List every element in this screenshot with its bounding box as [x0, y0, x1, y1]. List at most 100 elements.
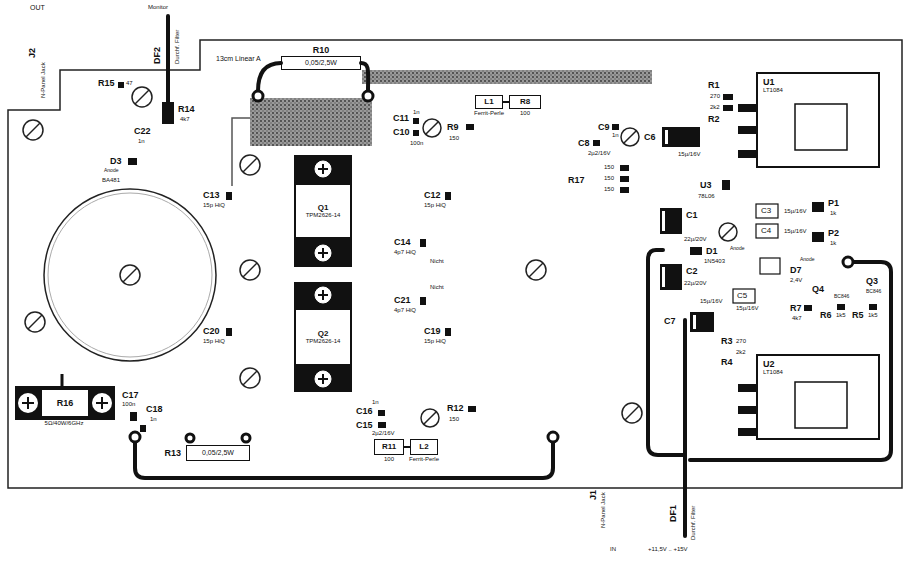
- smd-capacitor: [756, 204, 778, 218]
- part-designator: C16: [356, 406, 373, 416]
- value-label: 15p HiQ: [424, 338, 446, 345]
- transistor-flange: [294, 155, 352, 392]
- mounting-screw: [25, 312, 45, 332]
- value-label: 1k5: [836, 312, 846, 319]
- part-value: 0,05/2,5W: [202, 449, 234, 457]
- part-designator: C11: [393, 113, 409, 123]
- value-label: Nicht: [430, 258, 444, 265]
- value-label: 150: [449, 135, 459, 142]
- wire: [166, 16, 170, 102]
- part-designator: Q3: [866, 276, 878, 286]
- ring-pad: [253, 91, 263, 101]
- load-resistor-body: [15, 386, 115, 420]
- mounting-screw: [28, 315, 42, 329]
- cavity-circle: [44, 189, 216, 361]
- value-label: 2µ2/16V: [372, 430, 394, 437]
- load-resistor-body: [42, 390, 88, 416]
- part-designator: R1: [708, 80, 720, 90]
- transistor-flange: [318, 164, 328, 174]
- value-label: 150: [604, 175, 614, 182]
- part-designator: P2: [828, 228, 839, 238]
- part-value: 100: [520, 110, 530, 117]
- ring-pad: [548, 432, 558, 442]
- mounting-screw: [243, 371, 257, 385]
- value-label: N-Panel Jack: [40, 62, 47, 98]
- resistor-body: R100,05/2,5W: [281, 56, 361, 70]
- value-label: Monitor: [148, 4, 168, 11]
- part-designator: D7: [790, 265, 802, 275]
- part-designator: DF2: [152, 47, 162, 64]
- part-designator: R5: [852, 310, 864, 320]
- value-label: 1n: [612, 132, 619, 139]
- smd-pad: [226, 328, 232, 336]
- mounting-screw: [622, 403, 642, 423]
- value-label: BA481: [102, 177, 120, 184]
- part-designator: L1: [484, 97, 493, 106]
- part-designator: C9: [598, 122, 610, 132]
- part-designator: R2: [708, 114, 720, 124]
- part-designator: R11: [382, 442, 396, 451]
- wire: [683, 320, 687, 536]
- ring-pad: [186, 434, 194, 442]
- load-resistor: R165Ω/40W/6GHz: [15, 386, 115, 420]
- value-label: N-Panel Jack: [600, 492, 607, 528]
- value-label: Durchf. Filter: [174, 30, 181, 64]
- part-designator: C8: [578, 138, 590, 148]
- part-designator: R17: [568, 175, 585, 185]
- load-resistor-body: [22, 397, 108, 409]
- part-designator: R3: [721, 336, 733, 346]
- part-designator: J2: [27, 48, 37, 58]
- value-label: 1n: [413, 109, 420, 116]
- part-designator: R8: [520, 97, 530, 106]
- value-label: 4p7 HiQ: [394, 307, 416, 314]
- smd-pad: [468, 406, 476, 412]
- ferrite-bead: L2Ferrit-Perle: [410, 439, 438, 455]
- mounting-screw: [719, 223, 737, 241]
- part-designator: C13: [203, 190, 220, 200]
- smd-pad: [804, 305, 812, 311]
- value-label: 22µ/20V: [684, 236, 706, 243]
- smd-capacitor: [756, 224, 778, 238]
- part-designator: Q2: [318, 329, 329, 338]
- mounting-screw: [23, 120, 43, 140]
- value-label: 270: [736, 338, 746, 345]
- smd-pad: [226, 192, 232, 200]
- part-value: Ferrit-Perle: [409, 456, 439, 463]
- value-label: 78L06: [698, 193, 715, 200]
- cavity-circle: [44, 189, 216, 361]
- value-label: 15µ/16V: [700, 298, 722, 305]
- part-designator: C21: [394, 295, 411, 305]
- transistor-flange: [315, 245, 331, 261]
- regulator-tab: [795, 382, 847, 428]
- part-value: LT1084: [763, 369, 783, 376]
- value-label: 4k7: [180, 116, 190, 123]
- part-designator: R9: [447, 122, 459, 132]
- value-label: OUT: [30, 4, 45, 12]
- board-outline: [8, 40, 902, 488]
- mounting-screw: [23, 87, 737, 427]
- transistor-flange: [318, 290, 328, 300]
- ring-pad: [242, 434, 250, 442]
- regulator-pin: [738, 428, 756, 436]
- polarity-mark: [665, 130, 668, 144]
- ground-hatch: [250, 70, 652, 146]
- value-label: 15µ/16V: [736, 305, 758, 312]
- part-designator: C3: [761, 206, 771, 215]
- smd-pad: [162, 102, 174, 124]
- ferrite-bead: L1Ferrit-Perle: [475, 95, 503, 109]
- part-value: 100: [384, 456, 394, 463]
- smd-pad: [445, 328, 451, 336]
- smd-pad: [869, 304, 877, 310]
- trimmer-pot: [812, 232, 824, 242]
- part-designator: L2: [419, 442, 428, 451]
- transistor-flange: [294, 282, 352, 308]
- transistor-package: Q1TPM2626-14: [294, 183, 352, 239]
- trimmer-pot: [722, 180, 730, 190]
- part-designator: R14: [178, 104, 195, 114]
- part-designator: C4: [761, 226, 771, 235]
- electrolytic-capacitor: [660, 264, 682, 290]
- part-value: Ferrit-Perle: [474, 110, 504, 117]
- part-designator: R12: [447, 403, 464, 413]
- electrolytic-capacitor: [662, 127, 700, 147]
- part-designator: C20: [203, 326, 220, 336]
